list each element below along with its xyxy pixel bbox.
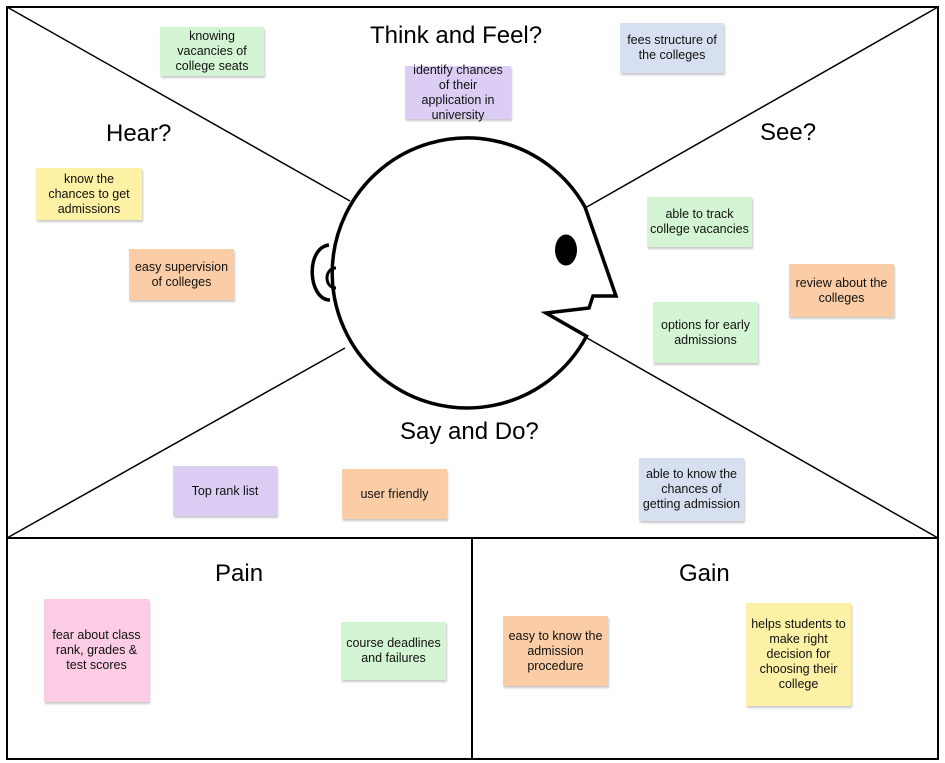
think-and-feel-heading: Think and Feel? <box>370 22 543 49</box>
sticky-note-review-colleges: review about the colleges <box>789 264 894 317</box>
ear <box>310 243 331 302</box>
sticky-note-know-chances-admission: able to know the chances of getting admi… <box>639 458 744 521</box>
sticky-note-text: review about the colleges <box>795 275 888 305</box>
sticky-note-identify-chances: identify chances of their application in… <box>405 63 511 122</box>
sticky-note-easy-supervision: easy supervision of colleges <box>129 249 234 300</box>
say-and-do-heading: Say and Do? <box>400 418 539 445</box>
sticky-note-text: fear about class rank, grades & test sco… <box>52 628 141 672</box>
head-outline <box>330 136 619 410</box>
sticky-note-text: able to track college vacancies <box>650 207 749 236</box>
eye <box>555 234 577 266</box>
sticky-note-track-vacancies: able to track college vacancies <box>647 197 752 247</box>
sticky-note-text: Top rank list <box>191 483 259 498</box>
sticky-note-fees-structure: fees structure of the colleges <box>620 23 724 73</box>
sticky-note-fear-class-rank: fear about class rank, grades & test sco… <box>44 599 149 702</box>
diagonal-top-left <box>6 6 351 202</box>
sticky-note-text: course deadlines and failures <box>346 636 441 665</box>
sticky-note-text: knowing vacancies of college seats <box>175 29 249 73</box>
sticky-note-text: easy to know the admission procedure <box>508 628 603 673</box>
sticky-note-know-chances: know the chances to get admissions <box>36 168 142 220</box>
pain-heading: Pain <box>215 560 264 587</box>
diagonal-bottom-right <box>586 337 939 539</box>
sticky-note-helps-students: helps students to make right decision fo… <box>746 603 851 706</box>
sticky-note-knowing-vacancies: knowing vacancies of college seats <box>160 27 264 76</box>
sticky-note-text: identify chances of their application in… <box>413 62 503 122</box>
diagonal-top-right <box>584 6 939 209</box>
see-heading: See? <box>760 119 817 146</box>
sticky-note-text: user friendly <box>360 486 429 501</box>
sticky-note-text: easy supervision of colleges <box>134 259 229 289</box>
hear-heading: Hear? <box>106 120 172 147</box>
sticky-note-text: able to know the chances of getting admi… <box>642 467 741 511</box>
sticky-note-text: fees structure of the colleges <box>627 33 717 62</box>
sticky-note-text: know the chances to get admissions <box>48 171 130 216</box>
sticky-note-easy-procedure: easy to know the admission procedure <box>503 616 608 686</box>
sticky-note-text: options for early admissions <box>661 317 750 347</box>
sticky-note-course-deadlines: course deadlines and failures <box>341 622 446 680</box>
sticky-note-top-rank-list: Top rank list <box>173 466 277 516</box>
diagonal-bottom-left <box>6 347 346 539</box>
sticky-note-user-friendly: user friendly <box>342 469 447 519</box>
sticky-note-early-admissions: options for early admissions <box>653 302 758 363</box>
ear-inner <box>325 266 337 290</box>
gain-heading: Gain <box>679 560 730 587</box>
sticky-note-text: helps students to make right decision fo… <box>751 617 846 691</box>
